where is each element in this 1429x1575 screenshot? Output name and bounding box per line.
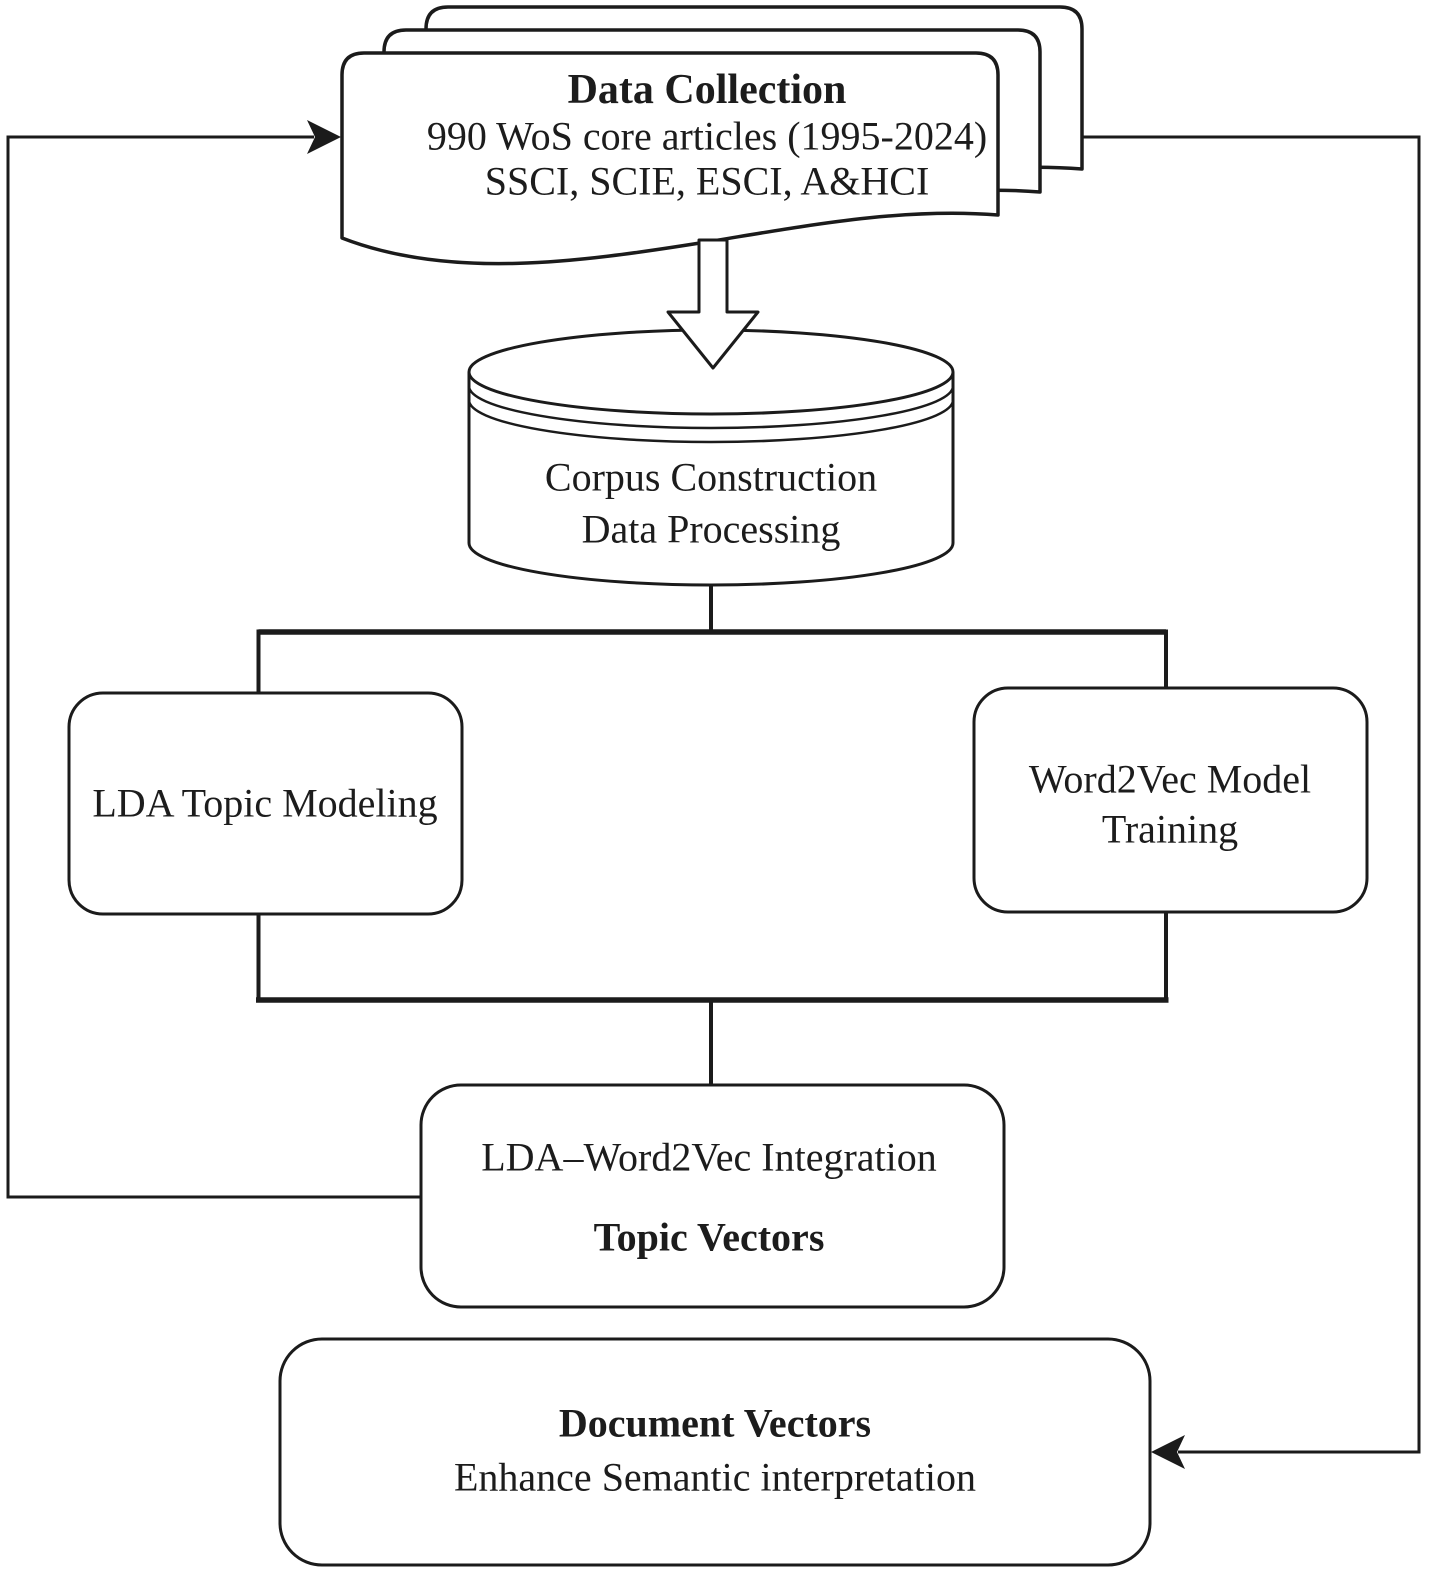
document-shape-front bbox=[340, 51, 1000, 266]
data-collection-title: Data Collection bbox=[567, 67, 847, 113]
cylinder-body bbox=[467, 372, 955, 587]
big-down-arrow bbox=[666, 238, 760, 370]
word2vec-label-line2: Training bbox=[1101, 806, 1239, 852]
semantic-interpretation-label: Enhance Semantic interpretation bbox=[453, 1454, 977, 1500]
data-collection-indices: SSCI, SCIE, ESCI, A&HCI bbox=[484, 158, 930, 204]
integration-label: LDA–Word2Vec Integration bbox=[481, 1134, 937, 1180]
feedback-loop-right bbox=[1078, 135, 1421, 1454]
feedback-arrowhead-into-documents bbox=[307, 120, 341, 154]
word2vec-label-line1: Word2Vec Model bbox=[1028, 756, 1312, 802]
topic-vectors-label: Topic Vectors bbox=[593, 1214, 825, 1260]
database-cylinder bbox=[467, 328, 955, 587]
document-vectors-label: Document Vectors bbox=[558, 1400, 872, 1446]
data-collection-subtitle: 990 WoS core articles (1995-2024) bbox=[426, 113, 988, 159]
cylinder-rim-line-2 bbox=[467, 399, 955, 444]
document-vectors-box bbox=[278, 1337, 1152, 1567]
feedback-loop-left bbox=[6, 135, 421, 1199]
feedback-arrowhead-into-document-vectors bbox=[1151, 1435, 1185, 1469]
word2vec-box bbox=[972, 686, 1369, 914]
lda-box bbox=[67, 691, 464, 916]
cylinder-rim-line-1 bbox=[467, 385, 955, 430]
lda-label: LDA Topic Modeling bbox=[92, 780, 438, 826]
integration-box bbox=[419, 1083, 1006, 1309]
document-stack bbox=[340, 5, 1084, 266]
corpus-label-line2: Data Processing bbox=[581, 506, 841, 552]
corpus-label-line1: Corpus Construction bbox=[544, 454, 878, 500]
